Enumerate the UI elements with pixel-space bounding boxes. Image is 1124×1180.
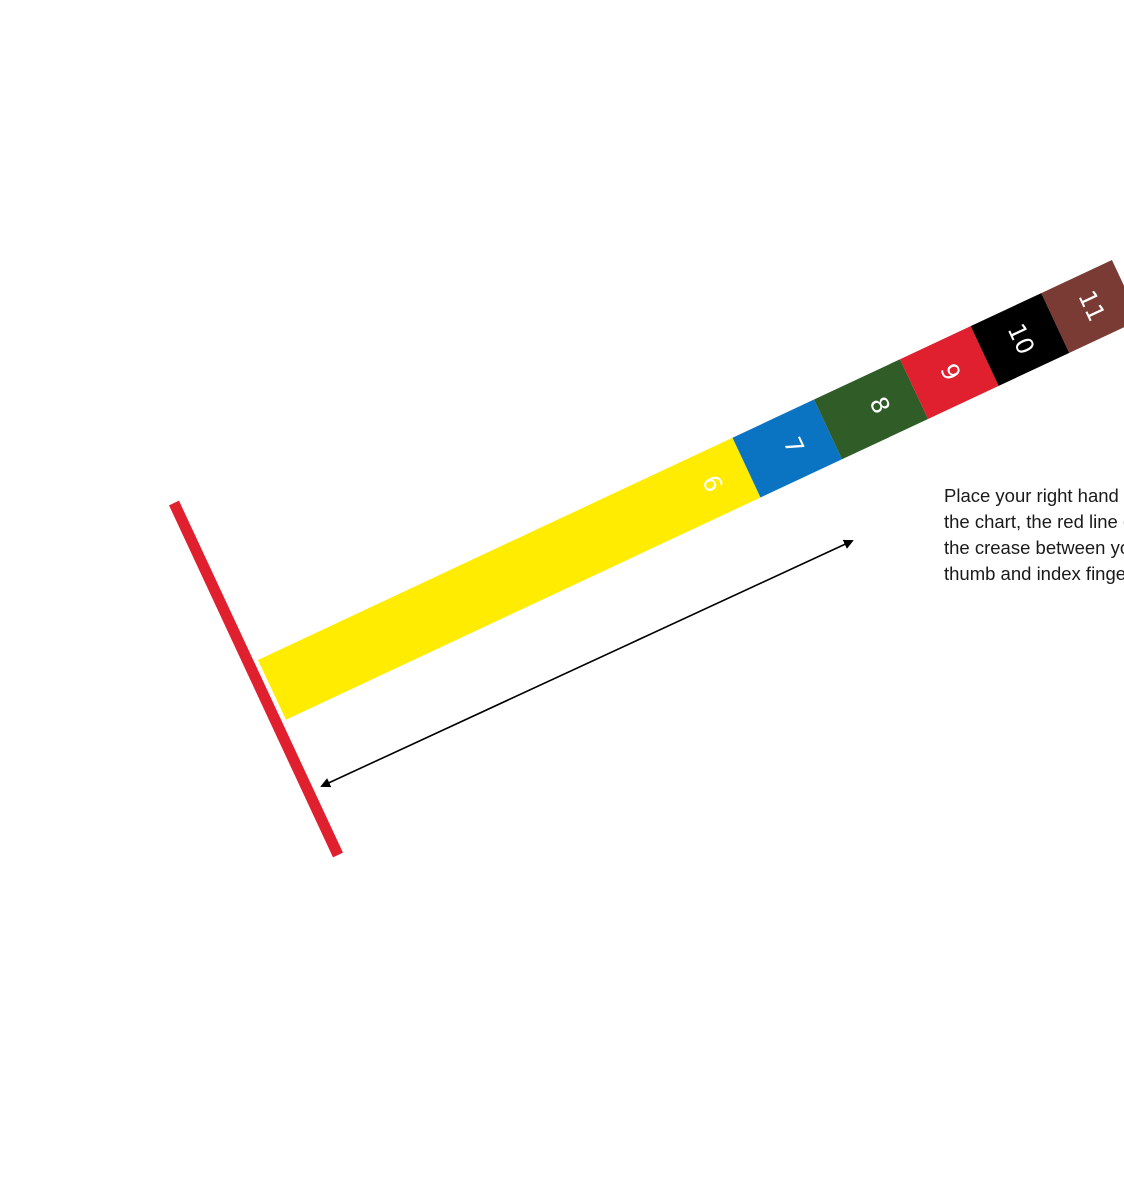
instruction-text: Place your right hand on the chart, the … (944, 483, 1124, 587)
scale-band-6 (258, 438, 761, 720)
middle-finger-outline (339, 13, 786, 478)
pinky-finger-outline (41, 129, 370, 572)
ring-finger-outline (164, 17, 514, 555)
